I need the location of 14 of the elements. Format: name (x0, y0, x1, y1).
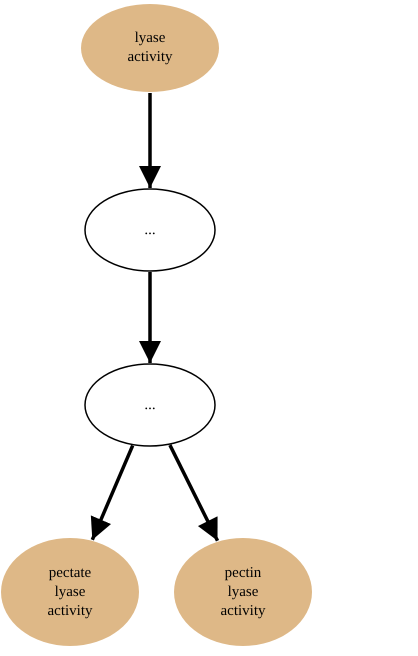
ellipse-node (80, 3, 220, 93)
arrow (139, 272, 161, 363)
ellipse-node (84, 188, 216, 272)
ellipse-node (0, 537, 140, 647)
node-label: ... (144, 220, 156, 240)
node-label: pectate lyase activity (48, 564, 92, 620)
ellipse-node (84, 363, 216, 447)
node-label: pectin lyase activity (220, 564, 266, 620)
arrow (90, 444, 134, 541)
node-label: ... (144, 396, 156, 414)
ellipse-node (173, 537, 313, 647)
arrow (168, 444, 220, 542)
node-label: lyase activity (128, 29, 172, 67)
arrow (139, 93, 161, 188)
